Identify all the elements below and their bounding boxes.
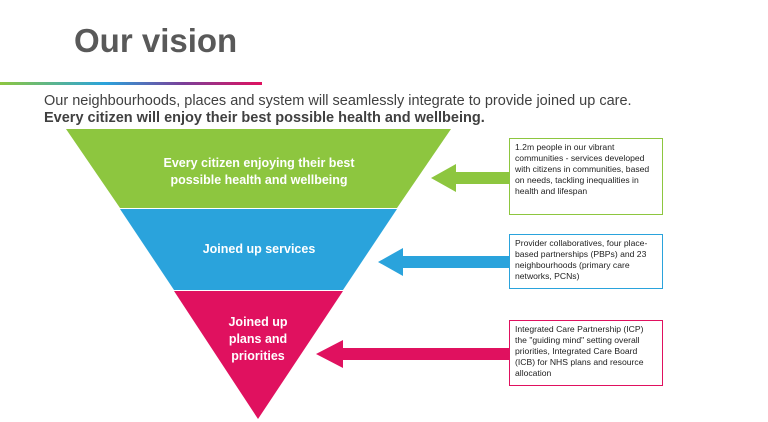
tier-top-shape (66, 129, 451, 208)
tier-top-label: Every citizen enjoying their best possib… (163, 156, 355, 187)
tier-bottom-shape (174, 291, 343, 419)
tier-middle-description: Provider collaboratives, four place-base… (515, 238, 648, 281)
tier-top-description: 1.2m people in our vibrant communities -… (515, 142, 650, 196)
title-underline (0, 82, 262, 85)
vision-statement: Our neighbourhoods, places and system wi… (44, 93, 632, 109)
vision-statement-bold: Every citizen will enjoy their best poss… (44, 110, 485, 126)
arrow-middle (378, 248, 509, 276)
tier-top-description-box: 1.2m people in our vibrant communities -… (509, 138, 663, 215)
tier-middle-description-box: Provider collaboratives, four place-base… (509, 234, 663, 289)
arrow-top (431, 164, 509, 192)
tier-bottom-label: Joined up plans and priorities (228, 315, 288, 363)
tier-middle-shape (120, 209, 397, 290)
tier-middle-label: Joined up services (202, 242, 316, 256)
tier-bottom-description: Integrated Care Partnership (ICP) the "g… (515, 324, 644, 378)
page-title: Our vision (74, 22, 238, 59)
arrow-bottom (316, 340, 509, 368)
tier-bottom-description-box: Integrated Care Partnership (ICP) the "g… (509, 320, 663, 386)
